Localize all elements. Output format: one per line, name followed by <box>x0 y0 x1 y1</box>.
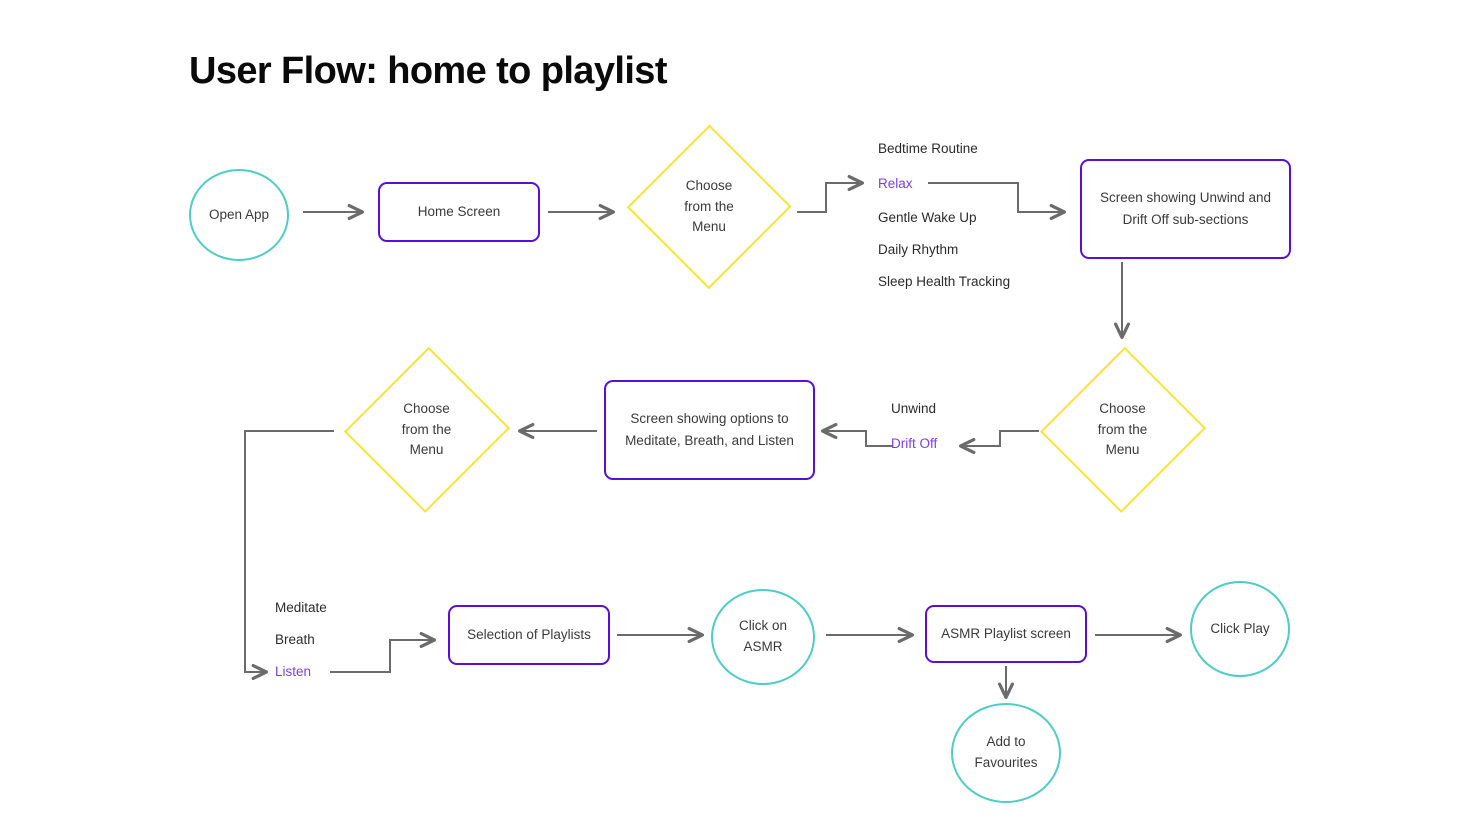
node-choose-from-menu-2-label: Choose from the Menu <box>1097 400 1148 458</box>
node-selection-of-playlists[interactable]: Selection of Playlists <box>448 605 610 665</box>
submenu-item-breath[interactable]: Breath <box>275 632 315 647</box>
node-home-screen[interactable]: Home Screen <box>378 182 540 242</box>
connector-menu2-to-driftoff <box>959 430 1039 454</box>
node-add-to-favourites-label: Add to Favourites <box>974 734 1038 770</box>
node-click-play-label: Click Play <box>1210 620 1270 636</box>
node-asmr-playlist-screen[interactable]: ASMR Playlist screen <box>925 605 1087 663</box>
node-selection-of-playlists-label: Selection of Playlists <box>467 626 591 642</box>
node-home-screen-label: Home Screen <box>417 203 501 219</box>
menu-item-daily-rhythm[interactable]: Daily Rhythm <box>878 242 959 257</box>
connector-driftoff-to-screen <box>821 422 893 447</box>
node-click-play[interactable]: Click Play <box>1190 581 1290 677</box>
node-choose-from-menu-3-label: Choose from the Menu <box>401 400 452 458</box>
node-asmr-playlist-screen-label: ASMR Playlist screen <box>941 625 1071 641</box>
node-open-app[interactable]: Open App <box>189 169 289 261</box>
menu-item-sleep-health-tracking[interactable]: Sleep Health Tracking <box>878 274 1011 289</box>
submenu-item-meditate[interactable]: Meditate <box>275 600 327 615</box>
node-choose-from-menu-2[interactable]: Choose from the Menu <box>1039 345 1206 515</box>
menu-item-relax[interactable]: Relax <box>878 176 913 191</box>
node-unwind-drift-screen-label: Screen showing Unwind and Drift Off sub-… <box>1099 190 1272 227</box>
node-choose-from-menu-1[interactable]: Choose from the Menu <box>626 124 792 290</box>
submenu-item-unwind[interactable]: Unwind <box>891 401 937 416</box>
node-click-on-asmr[interactable]: Click on ASMR <box>711 589 815 685</box>
connector-menu1-to-relax <box>797 175 864 213</box>
submenu-item-listen[interactable]: Listen <box>275 664 312 679</box>
page-title: User Flow: home to playlist <box>189 50 667 92</box>
node-choose-from-menu-1-label: Choose from the Menu <box>684 177 734 235</box>
menu-item-bedtime-routine[interactable]: Bedtime Routine <box>878 141 978 156</box>
connector-listen-to-playlists <box>330 632 436 673</box>
node-choose-from-menu-3[interactable]: Choose from the Menu <box>343 345 510 515</box>
node-meditate-breath-listen-screen[interactable]: Screen showing options to Meditate, Brea… <box>604 380 815 480</box>
node-unwind-drift-screen[interactable]: Screen showing Unwind and Drift Off sub-… <box>1080 159 1291 259</box>
connector-relax-to-screen <box>928 182 1066 221</box>
node-open-app-label: Open App <box>208 206 270 222</box>
submenu-item-drift-off[interactable]: Drift Off <box>891 436 938 451</box>
node-add-to-favourites[interactable]: Add to Favourites <box>951 703 1061 803</box>
menu-item-gentle-wake-up[interactable]: Gentle Wake Up <box>878 210 977 225</box>
node-meditate-breath-listen-screen-label: Screen showing options to Meditate, Brea… <box>625 411 794 448</box>
node-click-on-asmr-label: Click on ASMR <box>738 618 787 654</box>
